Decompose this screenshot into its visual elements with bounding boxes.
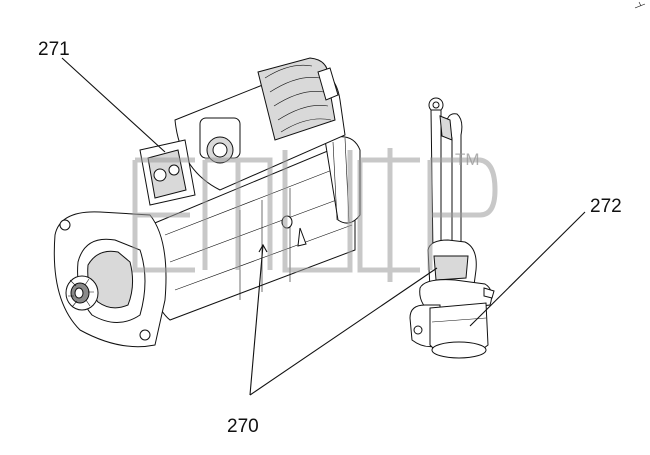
watermark-tm-mark: TM	[455, 150, 480, 169]
solenoid-relay-drawing	[409, 97, 495, 359]
leader-270-to-relay	[249, 267, 438, 396]
corner-mark	[634, 1, 646, 9]
leader-272	[469, 211, 586, 327]
leader-271	[61, 57, 166, 153]
leader-270-to-starter	[249, 244, 264, 396]
callout-270: 270	[227, 416, 259, 437]
leader-270-arrow-starter	[258, 243, 268, 253]
starter-motor-drawing	[53, 57, 361, 348]
callout-271: 271	[38, 39, 70, 60]
watermark-logo: TM	[132, 148, 498, 282]
leader-lines	[61, 57, 586, 396]
callout-272: 272	[590, 196, 622, 217]
